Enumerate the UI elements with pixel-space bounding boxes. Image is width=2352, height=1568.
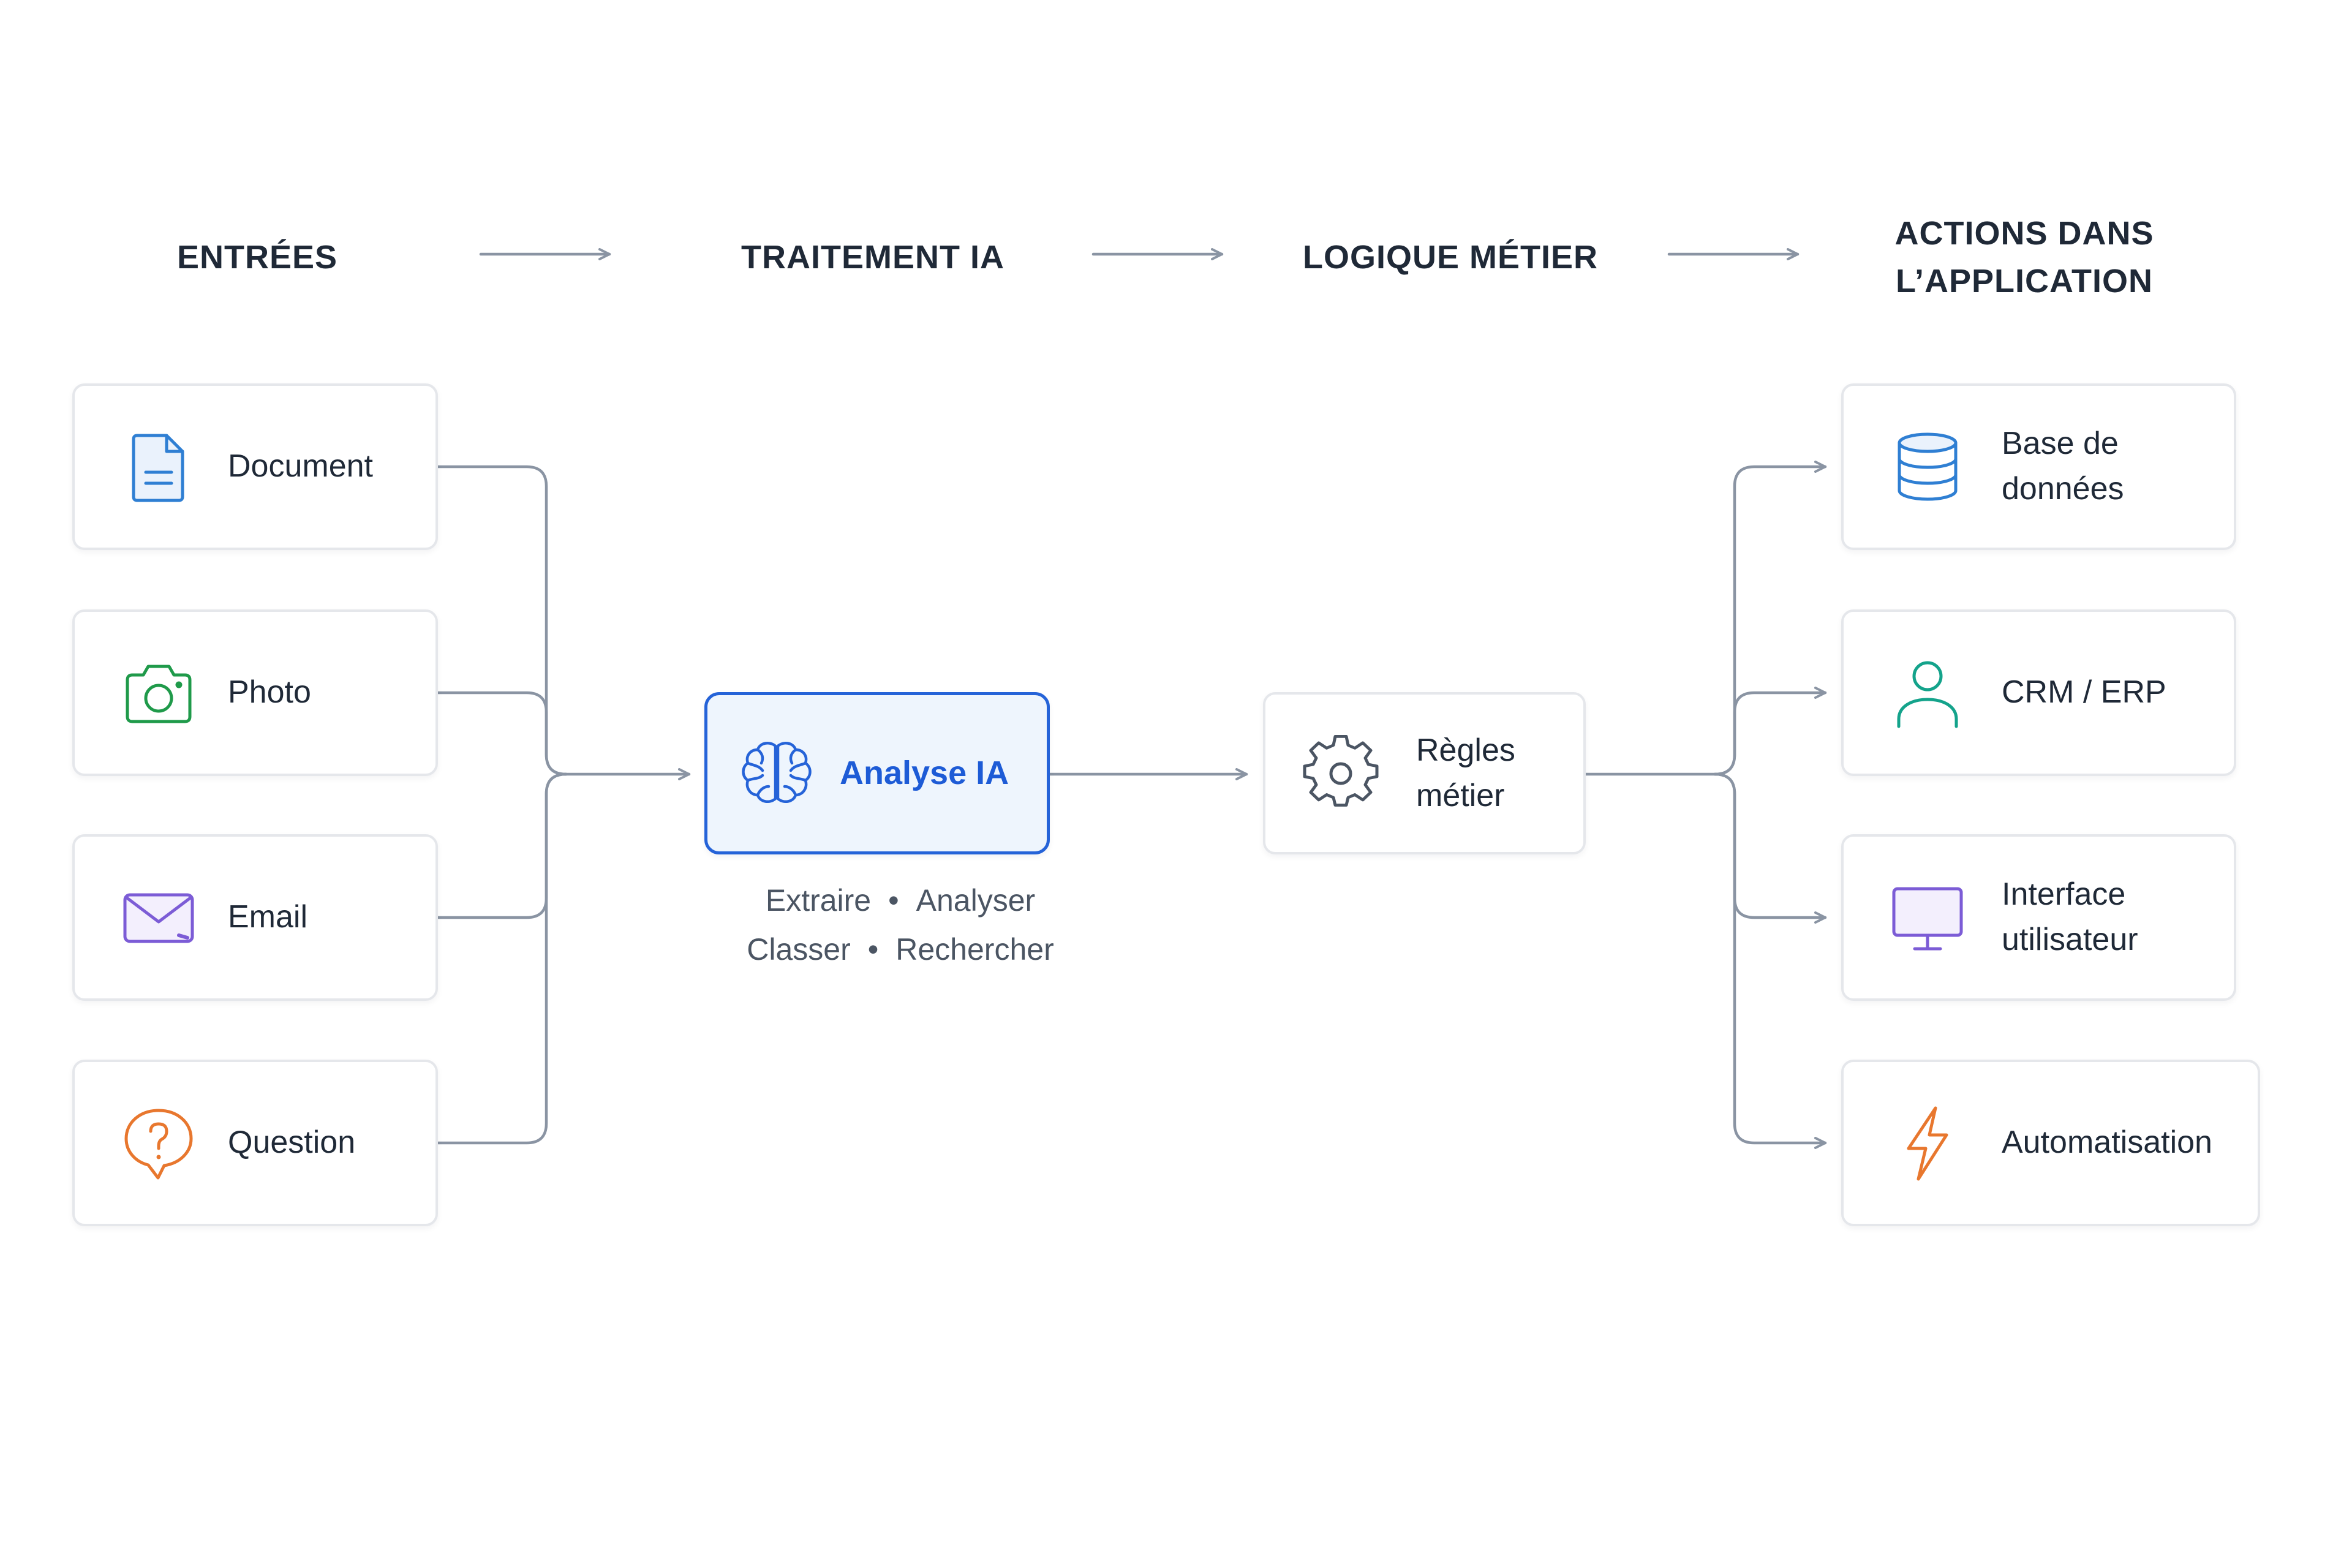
ai-analysis-node: Analyse IA	[704, 692, 1050, 854]
output-wire-crm	[1713, 687, 1827, 776]
ai-task-separator: •	[867, 932, 879, 967]
ai-task: Extraire	[765, 883, 872, 918]
output-card-crm-erp: CRM / ERP	[1841, 609, 2236, 776]
output-label: Automatisation	[2002, 1125, 2212, 1161]
output-wire-interface	[1713, 772, 1827, 924]
input-label: Question	[228, 1125, 356, 1161]
input-card-question: Question	[72, 1060, 438, 1226]
output-card-automation: Automatisation	[1841, 1060, 2260, 1226]
ai-task: Classer	[747, 932, 851, 967]
ai-task: Rechercher	[895, 932, 1054, 967]
header-processing: TRAITEMENT IA	[741, 238, 1005, 276]
input-card-document: Document	[72, 383, 438, 550]
header-inputs: ENTRÉES	[176, 238, 338, 276]
ai-task-separator: •	[888, 883, 899, 918]
input-wire-question	[436, 772, 568, 1145]
ai-task-list: Extraire • Analyser Classer • Rechercher	[692, 876, 1109, 974]
input-wire-photo	[436, 691, 568, 776]
document-icon	[119, 427, 198, 507]
output-wire-automation	[1713, 772, 1827, 1149]
brain-icon	[737, 734, 816, 813]
output-wire-database	[1713, 461, 1827, 776]
output-label: Base de données	[2002, 426, 2124, 507]
database-icon	[1888, 427, 1967, 507]
business-rules-node: Règles métier	[1263, 692, 1586, 854]
camera-icon	[119, 653, 198, 733]
output-label: Interface utilisateur	[2002, 876, 2138, 957]
input-card-photo: Photo	[72, 609, 438, 776]
ai-task: Analyser	[916, 883, 1036, 918]
rules-node-label: Règles métier	[1416, 732, 1515, 813]
output-card-user-interface: Interface utilisateur	[1841, 834, 2236, 1001]
header-logic: LOGIQUE MÉTIER	[1302, 238, 1599, 276]
output-card-database: Base de données	[1841, 383, 2236, 550]
envelope-icon	[119, 878, 198, 957]
input-label: Photo	[228, 674, 311, 710]
monitor-icon	[1888, 878, 1967, 957]
input-label: Document	[228, 448, 373, 484]
output-label: CRM / ERP	[2002, 674, 2166, 710]
lightning-icon	[1888, 1103, 1967, 1183]
input-card-email: Email	[72, 834, 438, 1001]
question-bubble-icon	[119, 1103, 198, 1183]
header-actions: ACTIONS DANS L’APPLICATION	[1894, 214, 2154, 300]
ai-node-label: Analyse IA	[840, 755, 1009, 792]
user-icon	[1888, 653, 1967, 733]
gear-icon	[1301, 734, 1381, 813]
input-label: Email	[228, 899, 308, 935]
